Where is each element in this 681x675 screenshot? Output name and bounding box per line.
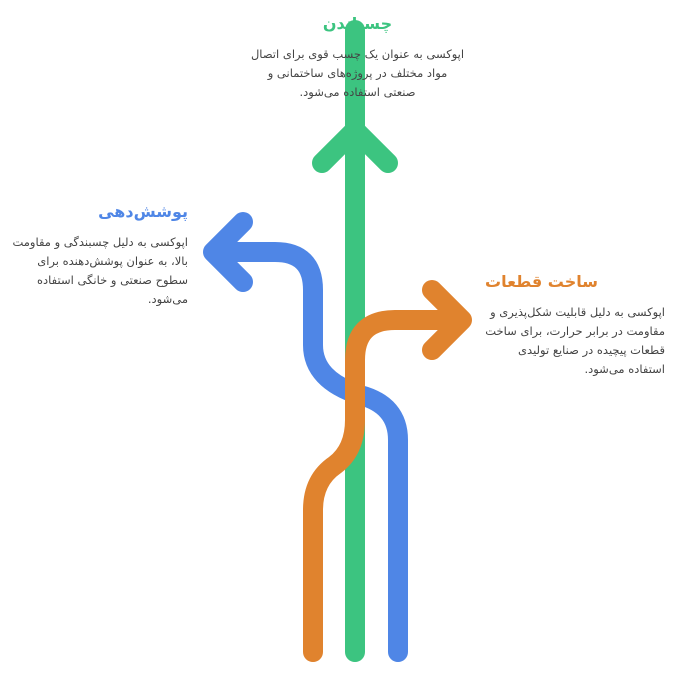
branch-description: اپوکسی به دلیل قابلیت شکل‌پذیری و مقاومت…	[485, 305, 665, 376]
branch-description: اپوکسی به دلیل چسبندگی و مقاومت بالا، به…	[12, 235, 188, 306]
blue-arrow	[203, 212, 408, 662]
branch-title: پوشش‌دهی	[98, 202, 188, 221]
branch-title: ساخت قطعات	[485, 272, 598, 291]
branch-adhesive: چسباندن اپوکسی به عنوان یک چسب قوی برای …	[250, 14, 465, 102]
branch-title: چسباندن	[322, 14, 393, 33]
branch-parts: ساخت قطعات اپوکسی به دلیل قابلیت شکل‌پذی…	[485, 272, 665, 379]
orange-arrow	[303, 280, 472, 662]
branch-coating: پوشش‌دهی اپوکسی به دلیل چسبندگی و مقاومت…	[6, 202, 188, 309]
branch-description: اپوکسی به عنوان یک چسب قوی برای اتصال مو…	[250, 47, 465, 99]
